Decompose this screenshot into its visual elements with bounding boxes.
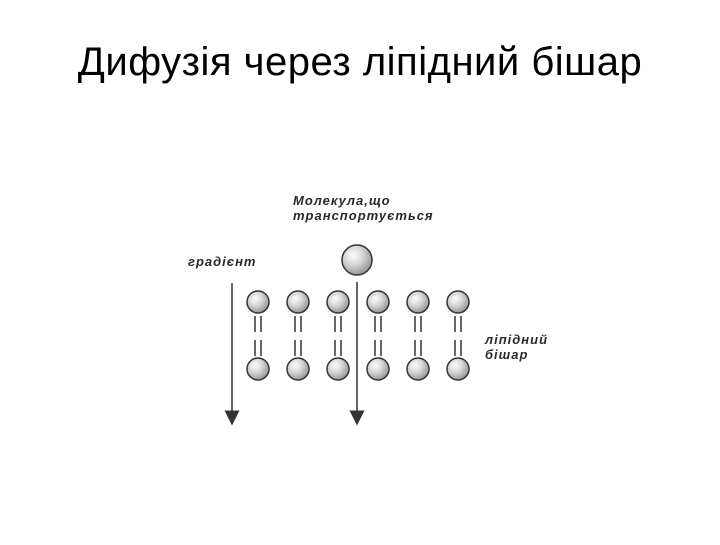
lipid-head-top <box>246 290 270 314</box>
lipid-head-top <box>366 290 390 314</box>
gradient-label: градієнт <box>188 254 257 269</box>
molecule-label-line1: Молекула,що <box>293 193 391 208</box>
slide-title: Дифузія через ліпідний бішар <box>77 40 643 84</box>
lipid-head-bottom <box>246 357 270 381</box>
molecule-label-line2: транспортується <box>293 208 434 223</box>
bilayer-label-line1: ліпідний <box>485 332 549 347</box>
phospholipid-column <box>286 290 310 381</box>
bilayer-label: ліпідний бішар <box>485 332 548 362</box>
lipid-head-bottom <box>406 357 430 381</box>
bilayer-label-line2: бішар <box>485 347 529 362</box>
phospholipid-column <box>326 290 350 381</box>
lipid-head-top <box>326 290 350 314</box>
phospholipid-column <box>246 290 270 381</box>
lipid-head-bottom <box>366 357 390 381</box>
lipid-head-top <box>406 290 430 314</box>
lipid-head-top <box>286 290 310 314</box>
lipid-head-bottom <box>286 357 310 381</box>
lipid-head-top <box>446 290 470 314</box>
lipid-head-bottom <box>326 357 350 381</box>
phospholipid-column <box>446 290 470 381</box>
molecule-label: Молекула,що транспортується <box>293 193 434 223</box>
lipid-head-bottom <box>446 357 470 381</box>
transported-molecule <box>341 244 373 276</box>
phospholipid-column <box>366 290 390 381</box>
lipid-bilayer <box>246 290 470 381</box>
phospholipid-column <box>406 290 430 381</box>
